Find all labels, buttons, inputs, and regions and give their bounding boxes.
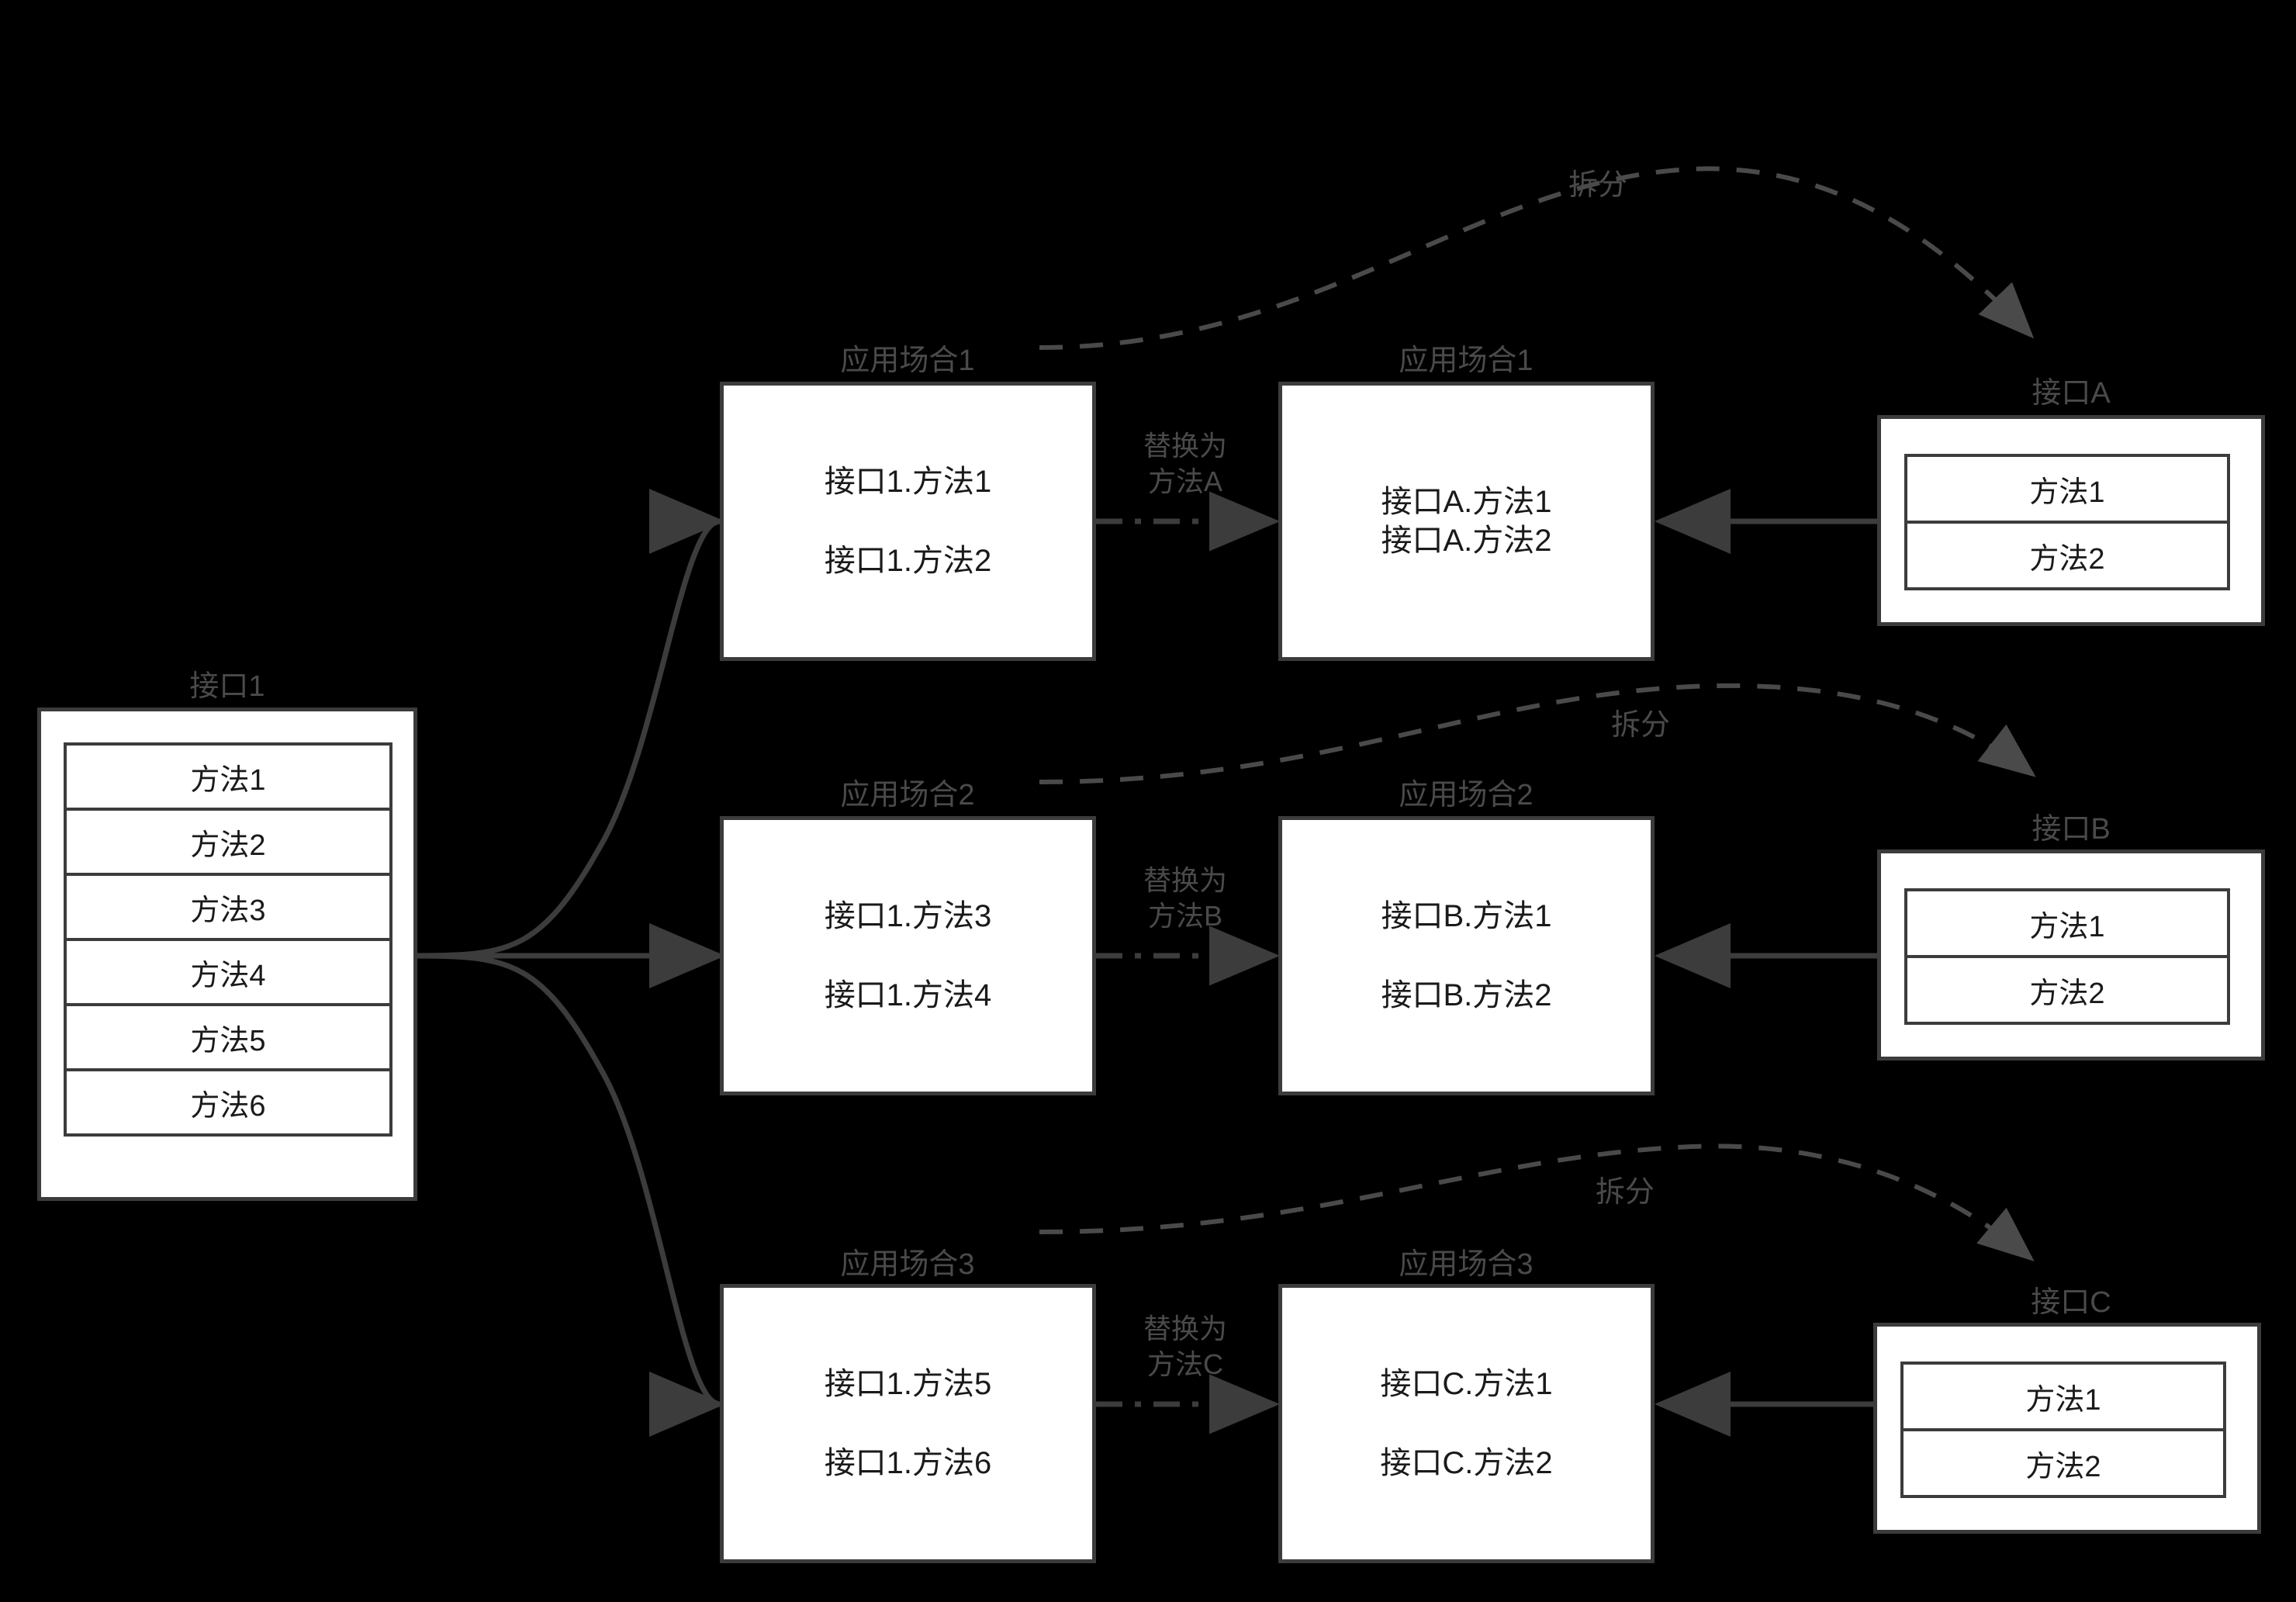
fanout-connectors <box>417 489 725 1437</box>
method-row: 方法5 <box>64 1003 392 1071</box>
scenario-before-caption-row2: 应用场合2 <box>840 779 975 811</box>
method-row: 方法2 <box>64 808 392 876</box>
scenario-line: 接口1.方法4 <box>824 978 992 1012</box>
method-row: 方法1 <box>1904 888 2230 958</box>
split-edge-row2 <box>1039 683 2036 784</box>
method-row: 方法3 <box>64 873 392 941</box>
scenario-before-caption-row1: 应用场合1 <box>840 344 975 377</box>
scenario-after-box-row3: 接口C.方法1 接口C.方法2 <box>1278 1284 1655 1563</box>
split-edge-row1 <box>1039 166 2035 350</box>
replace-connectors <box>1096 491 1280 1434</box>
target-interface-method-list-row2: 方法1 方法2 <box>1904 888 2230 1028</box>
split-label-row2: 拆分 <box>1610 709 1671 742</box>
replace-label-line1: 替换为 <box>1143 1313 1228 1344</box>
replace-label-line2: 方法B <box>1147 900 1223 932</box>
scenario-after-caption-row2: 应用场合2 <box>1399 779 1534 811</box>
scenario-before-box-row1: 接口1.方法1 接口1.方法2 <box>720 382 1096 661</box>
method-row: 方法4 <box>64 938 392 1006</box>
scenario-before-caption-row3: 应用场合3 <box>840 1248 975 1281</box>
target-interface-caption-row1: 接口A <box>2031 377 2111 410</box>
replace-label-line2: 方法A <box>1147 465 1223 498</box>
target-interface-method-list-row1: 方法1 方法2 <box>1904 454 2230 593</box>
scenario-line: 接口1.方法5 <box>824 1367 992 1401</box>
target-interface-box-row3: 方法1 方法2 <box>1873 1323 2261 1534</box>
split-label-row3: 拆分 <box>1595 1176 1655 1209</box>
scenario-line: 接口B.方法1 <box>1381 899 1552 933</box>
scenario-line: 接口C.方法1 <box>1380 1367 1553 1401</box>
scenario-before-box-row2: 接口1.方法3 接口1.方法4 <box>720 816 1096 1095</box>
scenario-line: 接口1.方法2 <box>824 544 992 578</box>
method-row: 方法1 <box>64 742 392 811</box>
method-row: 方法2 <box>1900 1428 2226 1498</box>
scenario-line: 接口B.方法2 <box>1381 978 1552 1012</box>
source-interface-box: 方法1 方法2 方法3 方法4 方法5 方法6 <box>37 708 417 1201</box>
target-interface-method-list-row3: 方法1 方法2 <box>1900 1362 2226 1501</box>
replace-label-line2: 方法C <box>1146 1348 1223 1381</box>
replace-label-row2: 替换为 方法B <box>1143 863 1227 934</box>
target-interface-box-row2: 方法1 方法2 <box>1877 849 2265 1061</box>
replace-label-row3: 替换为 方法C <box>1143 1311 1227 1382</box>
scenario-after-caption-row1: 应用场合1 <box>1399 344 1534 377</box>
scenario-line: 接口A.方法1 <box>1381 485 1552 519</box>
target-interface-caption-row2: 接口B <box>2031 813 2111 846</box>
scenario-after-box-row1: 接口A.方法1 接口A.方法2 <box>1278 382 1655 661</box>
replace-label-line1: 替换为 <box>1143 864 1228 896</box>
replace-label-row1: 替换为 方法A <box>1143 428 1227 500</box>
source-interface-method-list: 方法1 方法2 方法3 方法4 方法5 方法6 <box>64 742 392 1174</box>
method-row: 方法6 <box>64 1068 392 1137</box>
method-row: 方法2 <box>1904 955 2230 1025</box>
replace-label-line1: 替换为 <box>1143 430 1228 462</box>
scenario-line: 接口C.方法2 <box>1380 1446 1553 1480</box>
scenario-line: 接口1.方法6 <box>824 1446 992 1480</box>
scenario-after-box-row2: 接口B.方法1 接口B.方法2 <box>1278 816 1655 1095</box>
target-interface-box-row1: 方法1 方法2 <box>1877 415 2265 626</box>
split-label-row1: 拆分 <box>1568 169 1628 202</box>
split-edge-row3 <box>1039 1144 2035 1261</box>
scenario-line: 接口A.方法2 <box>1381 524 1552 558</box>
fanout-edge-row3 <box>417 953 725 1437</box>
fanout-edge-row1 <box>417 489 725 959</box>
scenario-before-box-row3: 接口1.方法5 接口1.方法6 <box>720 1284 1096 1563</box>
scenario-line: 接口1.方法3 <box>824 899 992 933</box>
scenario-after-caption-row3: 应用场合3 <box>1399 1248 1534 1281</box>
method-row: 方法2 <box>1904 521 2230 590</box>
scenario-line: 接口1.方法1 <box>824 465 992 499</box>
method-row: 方法1 <box>1900 1362 2226 1431</box>
target-interface-caption-row3: 接口C <box>2031 1286 2111 1319</box>
method-row: 方法1 <box>1904 454 2230 524</box>
source-interface-caption: 接口1 <box>189 670 265 703</box>
realize-connectors <box>1655 489 1877 1437</box>
